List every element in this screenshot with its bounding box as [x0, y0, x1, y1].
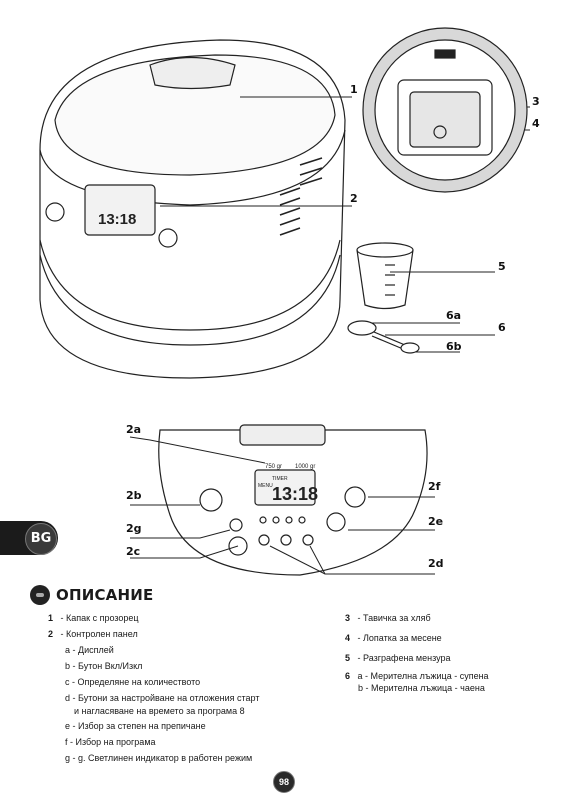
- callout-2a: 2a: [126, 423, 142, 436]
- callout-6: 6: [498, 321, 506, 334]
- list-item: 4 - Лопатка за месене: [345, 633, 442, 643]
- callout-2c: 2c: [126, 545, 141, 558]
- callout-2g: 2g: [126, 522, 142, 535]
- callout-2f: 2f: [428, 480, 441, 493]
- display-time: 13:18: [272, 484, 318, 504]
- list-item: e - Избор за степен на препичане: [65, 721, 206, 731]
- list-item: b - Бутон Вкл/Изкл: [65, 661, 143, 671]
- section-title: ОПИСАНИЕ: [56, 586, 154, 604]
- section-bullet-icon: [30, 585, 50, 605]
- control-panel-drawing: [158, 424, 428, 576]
- list-item: c - Определяне на количеството: [65, 677, 201, 687]
- display-timer-label: TIMER: [272, 476, 288, 482]
- display-weight-large: 1000 gr: [295, 464, 315, 470]
- callout-5: 5: [498, 260, 506, 273]
- callout-1: 1: [350, 83, 358, 96]
- measuring-cup-drawing: [356, 242, 414, 310]
- language-badge: BG: [25, 523, 57, 555]
- list-item: b - Мерителна лъжица - чаена: [358, 683, 485, 693]
- list-item: d - Бутони за настройване на отложения с…: [65, 693, 260, 703]
- callout-6b: 6b: [446, 340, 462, 353]
- callout-4: 4: [532, 117, 540, 130]
- list-item: 2 - Контролен панел: [48, 629, 138, 639]
- list-item: f - Избор на програма: [65, 737, 156, 747]
- bread-pan-inset: [362, 27, 528, 193]
- page-number: 98: [273, 771, 295, 793]
- list-item: 6 a - Мерителна лъжица - супена: [345, 671, 489, 681]
- bread-machine-drawing: [39, 39, 346, 379]
- list-item: a - Дисплей: [65, 645, 114, 655]
- list-item: 1 - Капак с прозорец: [48, 613, 139, 623]
- appliance-illustration: 13:18: [39, 27, 530, 576]
- measuring-spoon-drawing: [347, 320, 420, 354]
- list-item: и нагласяване на времето за програма 8: [74, 706, 245, 716]
- callout-2: 2: [350, 192, 358, 205]
- list-item: 5 - Разграфена мензура: [345, 653, 451, 663]
- callout-2e: 2e: [428, 515, 444, 528]
- display-weight-small: 750 gr: [265, 464, 282, 470]
- callout-6a: 6a: [446, 309, 462, 322]
- display-menu-label: MENU: [258, 483, 273, 489]
- callout-2b: 2b: [126, 489, 142, 502]
- parts-list-right: 3 - Тавичка за хляб 4 - Лопатка за месен…: [345, 610, 489, 694]
- callout-2d: 2d: [428, 557, 444, 570]
- list-item: g - g. Светлинен индикатор в работен реж…: [65, 753, 253, 763]
- parts-list-left: 1 - Капак с прозорец 2 - Контролен панел…: [48, 610, 259, 766]
- list-item: 3 - Тавичка за хляб: [345, 613, 431, 623]
- panel-time-small: 13:18: [98, 211, 136, 228]
- section-heading: ОПИСАНИЕ: [30, 584, 153, 606]
- callout-3: 3: [532, 95, 540, 108]
- language-tab: BG: [0, 521, 58, 555]
